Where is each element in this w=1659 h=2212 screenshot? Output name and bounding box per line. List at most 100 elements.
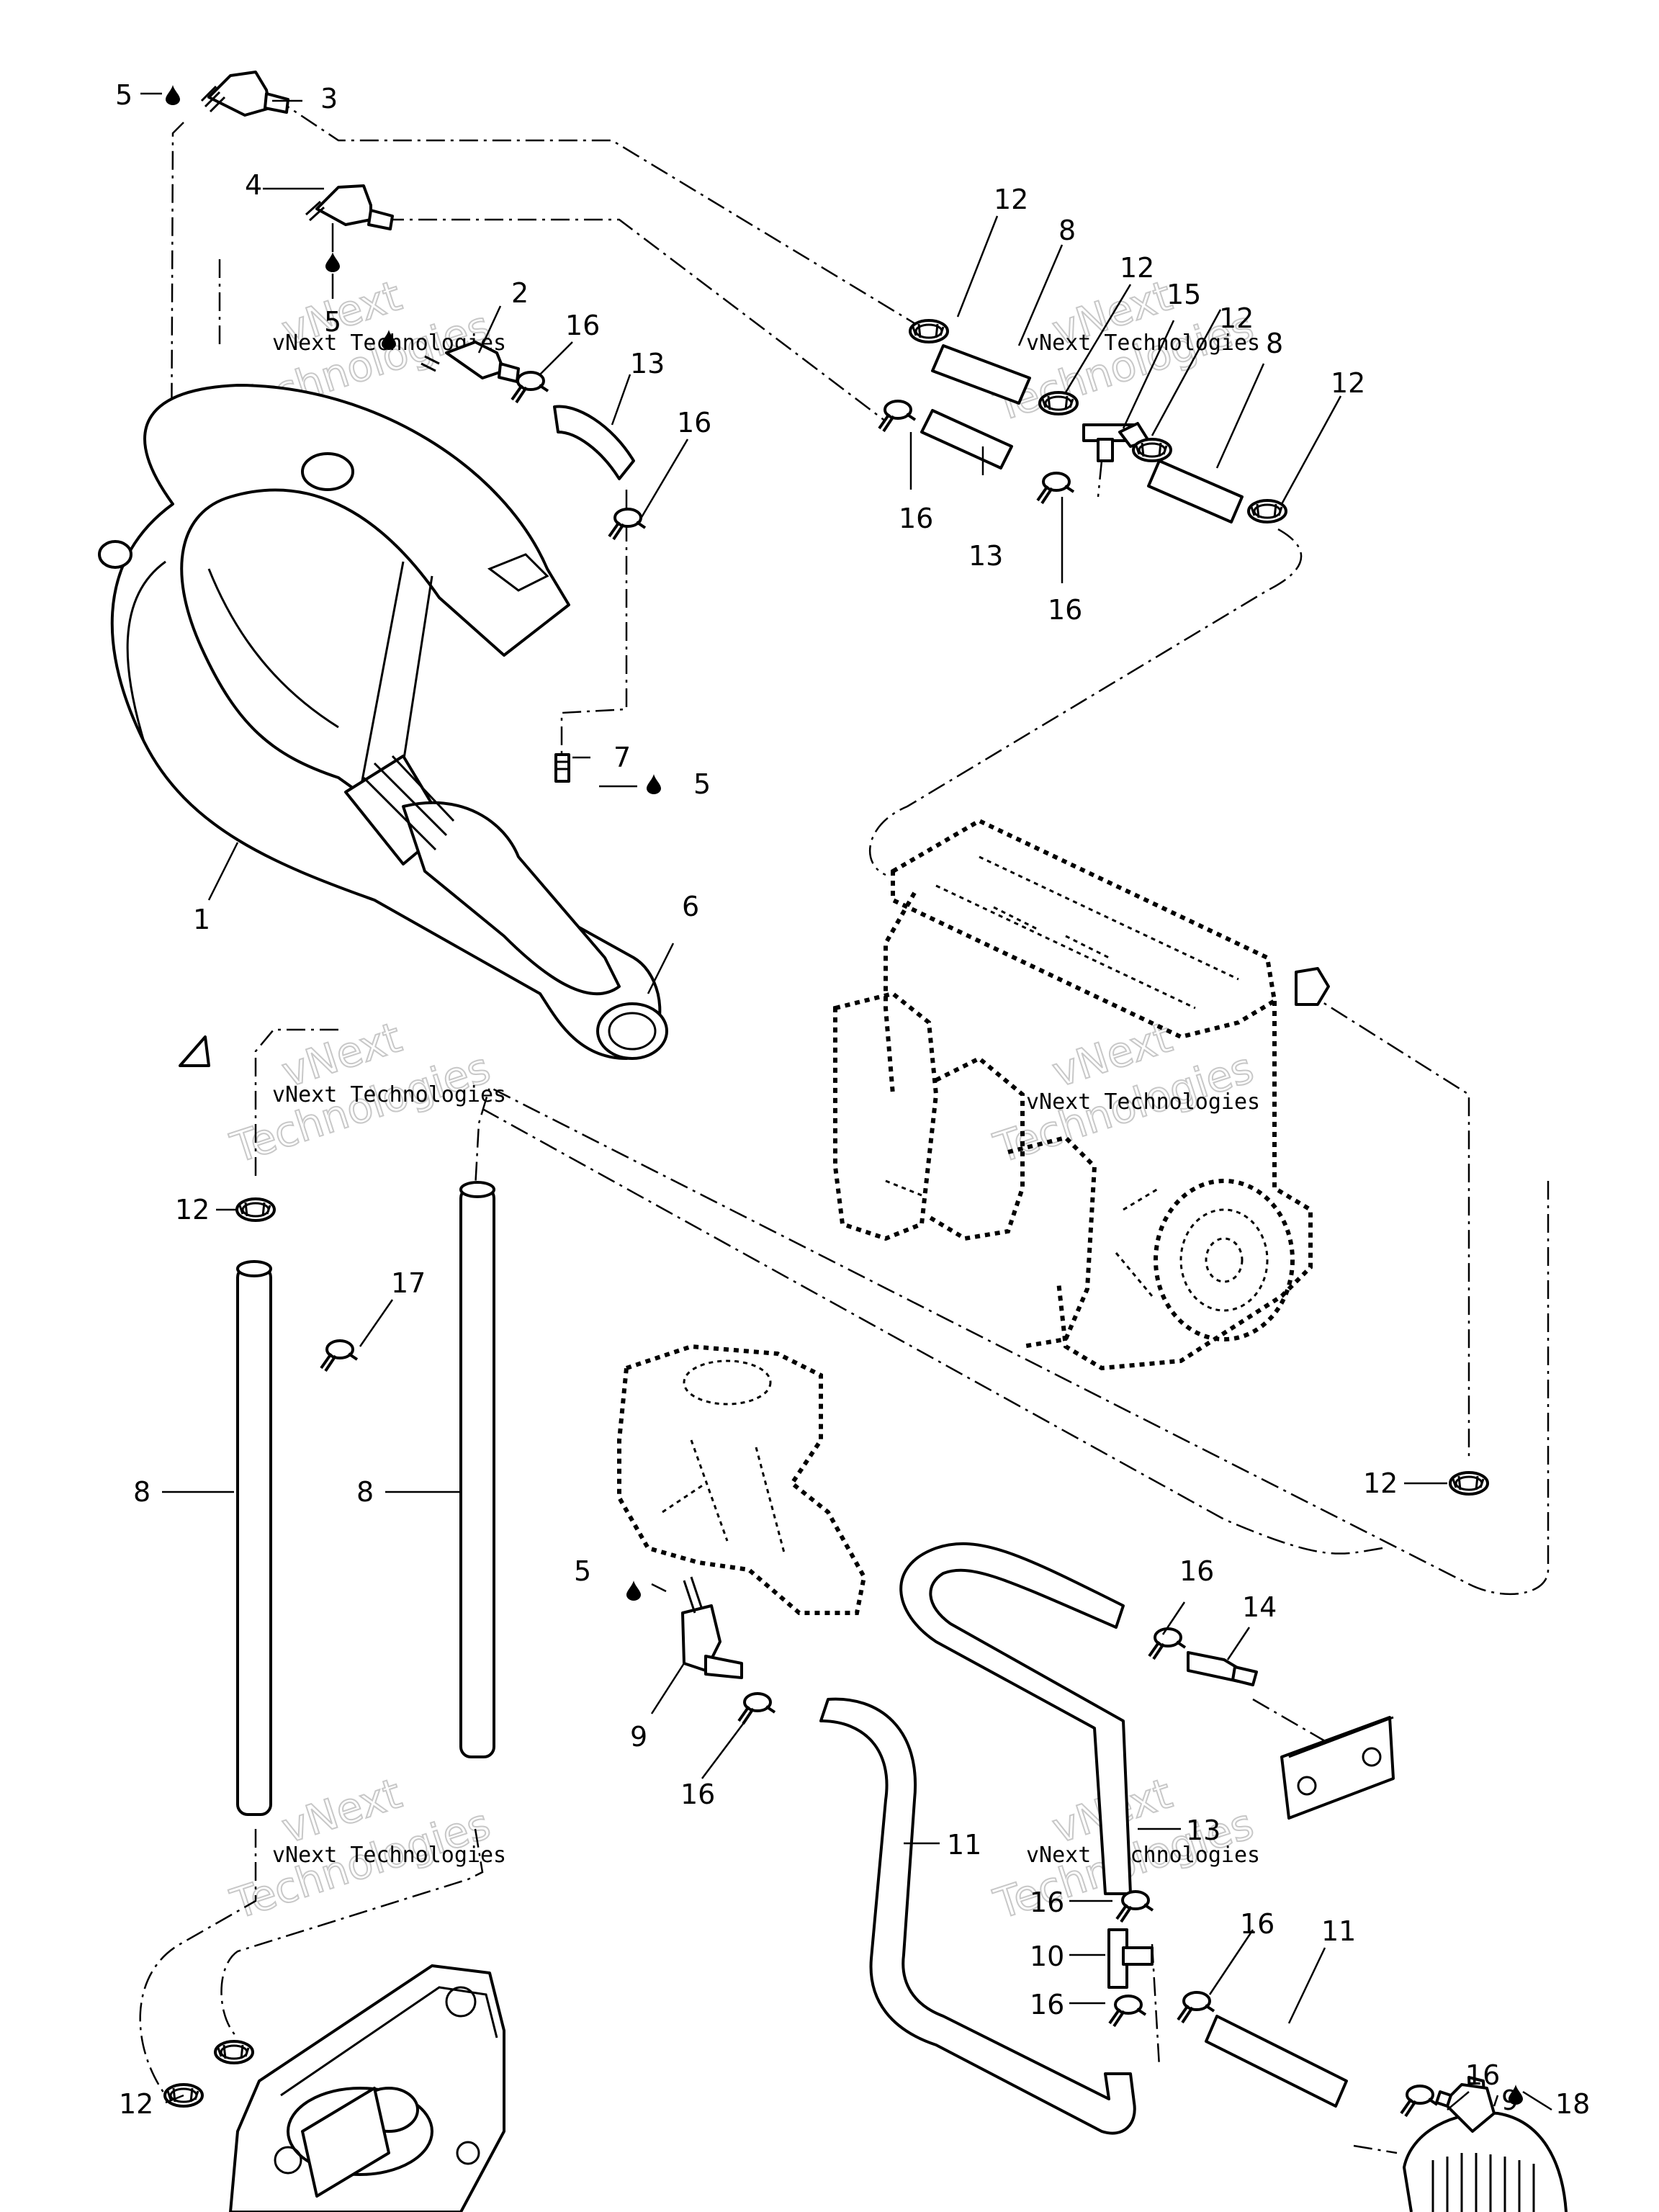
pinch-clamp-icon bbox=[1115, 1890, 1154, 1923]
callout-13: 13 bbox=[968, 540, 1003, 572]
callout-7: 7 bbox=[613, 742, 631, 773]
callout-16: 16 bbox=[899, 503, 933, 534]
elbow-fitting-9-bottom bbox=[1435, 2083, 1496, 2133]
hose-8-top-a bbox=[931, 344, 1031, 405]
watermark-text: vNext Technologies bbox=[1026, 1089, 1260, 1115]
muffler-port bbox=[98, 540, 132, 569]
watermark-text: vNext Technologies bbox=[272, 1082, 506, 1107]
elbow-fitting-9-mid bbox=[681, 1576, 743, 1679]
callout-numbers: 5 3 4 5 2 16 13 16 12 8 12 15 12 8 12 16… bbox=[115, 79, 1590, 2120]
callout-11: 11 bbox=[1321, 1915, 1356, 1947]
outlet-6 bbox=[596, 1002, 668, 1060]
callout-16: 16 bbox=[1179, 1555, 1214, 1587]
callout-8: 8 bbox=[1058, 215, 1076, 246]
bracket-plate bbox=[1280, 1716, 1395, 1820]
pinch-clamp-icon bbox=[1400, 2085, 1439, 2118]
callout-8: 8 bbox=[356, 1476, 374, 1508]
watermark-text: vNext Technologies bbox=[272, 1843, 506, 1868]
callout-16: 16 bbox=[565, 310, 600, 341]
muffler-port bbox=[301, 452, 354, 491]
engine-fitting bbox=[1295, 967, 1330, 1006]
drop-icon bbox=[647, 774, 661, 794]
nipple-7 bbox=[554, 753, 570, 783]
watermark-text: vNext Technologies bbox=[1026, 331, 1260, 356]
fittings bbox=[179, 71, 1496, 2133]
callout-1: 1 bbox=[193, 904, 210, 935]
engine-ghost bbox=[833, 818, 1330, 1371]
callout-6: 6 bbox=[682, 891, 699, 922]
hose-8-right bbox=[459, 1187, 495, 1758]
callout-13: 13 bbox=[630, 348, 665, 379]
callout-5: 5 bbox=[324, 306, 341, 338]
hose-13-loop bbox=[899, 1542, 1132, 1895]
callout-12: 12 bbox=[1363, 1467, 1398, 1499]
pinch-clamp-icon bbox=[1148, 1627, 1187, 1660]
callout-16: 16 bbox=[680, 1779, 715, 1810]
callout-16: 16 bbox=[677, 407, 711, 439]
callout-12: 12 bbox=[119, 2088, 153, 2120]
callout-16: 16 bbox=[1465, 2059, 1500, 2091]
elbow-fitting-4 bbox=[305, 184, 394, 230]
clamp-icon bbox=[1449, 1471, 1489, 1496]
routing-lines bbox=[139, 96, 1550, 2154]
callout-12: 12 bbox=[994, 184, 1028, 215]
muffler-tab bbox=[179, 1035, 210, 1067]
clamp-icon bbox=[1132, 438, 1172, 462]
callout-17: 17 bbox=[391, 1267, 426, 1299]
callout-2: 2 bbox=[511, 277, 529, 309]
drop-icon bbox=[325, 252, 340, 272]
callout-16: 16 bbox=[1240, 1908, 1274, 1940]
housing-ghost bbox=[617, 1344, 867, 1615]
watermark-text: vNext Technologies bbox=[1026, 1843, 1260, 1868]
clamp-icon bbox=[214, 2040, 254, 2064]
callout-9: 9 bbox=[630, 1721, 647, 1753]
callout-5: 5 bbox=[115, 79, 132, 111]
callout-8: 8 bbox=[1266, 328, 1283, 359]
pinch-clamp-icon bbox=[1177, 1991, 1215, 2024]
hose-8-top-b bbox=[1147, 459, 1244, 523]
callout-12: 12 bbox=[175, 1194, 210, 1226]
callout-16: 16 bbox=[1030, 1989, 1064, 2020]
callout-5: 5 bbox=[574, 1555, 591, 1587]
pinch-clamp-icon bbox=[878, 400, 917, 433]
hoses bbox=[236, 344, 1348, 2135]
callout-15: 15 bbox=[1166, 279, 1201, 310]
callout-12: 12 bbox=[1120, 252, 1154, 284]
callout-9: 9 bbox=[1501, 2085, 1519, 2116]
muffler-assembly bbox=[98, 384, 668, 1060]
elbow-fitting-2 bbox=[421, 341, 520, 383]
callout-10: 10 bbox=[1030, 1941, 1064, 1972]
callout-12: 12 bbox=[1331, 367, 1365, 399]
pinch-clamp-icon bbox=[1108, 1995, 1147, 2028]
bottom-mount-plate bbox=[229, 1964, 505, 2212]
clamp-icon bbox=[1038, 391, 1079, 415]
hose-13-top bbox=[553, 405, 635, 480]
callout-14: 14 bbox=[1242, 1591, 1277, 1623]
muffler-cone bbox=[402, 801, 621, 996]
clamp-icon bbox=[1247, 499, 1287, 523]
pinch-clamp-icon bbox=[737, 1692, 776, 1725]
pinch-clamp-icon bbox=[1036, 472, 1075, 505]
callout-13: 13 bbox=[1186, 1815, 1220, 1846]
callout-3: 3 bbox=[320, 83, 338, 114]
hose-13-top-b bbox=[920, 409, 1013, 469]
clamp-icon bbox=[235, 1197, 276, 1222]
tee-fitting-10 bbox=[1107, 1928, 1154, 1989]
pump-housing bbox=[1403, 2076, 1568, 2212]
callout-12: 12 bbox=[1219, 302, 1254, 334]
callout-11: 11 bbox=[947, 1829, 981, 1861]
callout-4: 4 bbox=[245, 169, 262, 201]
callout-18: 18 bbox=[1555, 2088, 1590, 2120]
elbow-fitting-3 bbox=[200, 71, 289, 117]
hose-8-left bbox=[236, 1266, 272, 1816]
callout-16: 16 bbox=[1048, 594, 1082, 626]
clamp-icon bbox=[909, 319, 949, 343]
connector-14 bbox=[1187, 1651, 1258, 1686]
callout-16: 16 bbox=[1030, 1887, 1064, 1918]
drop-icon bbox=[166, 85, 180, 105]
drop-icon bbox=[626, 1581, 641, 1601]
hose-11-main bbox=[819, 1697, 1136, 2135]
callout-8: 8 bbox=[133, 1476, 150, 1508]
callout-5: 5 bbox=[693, 768, 711, 800]
